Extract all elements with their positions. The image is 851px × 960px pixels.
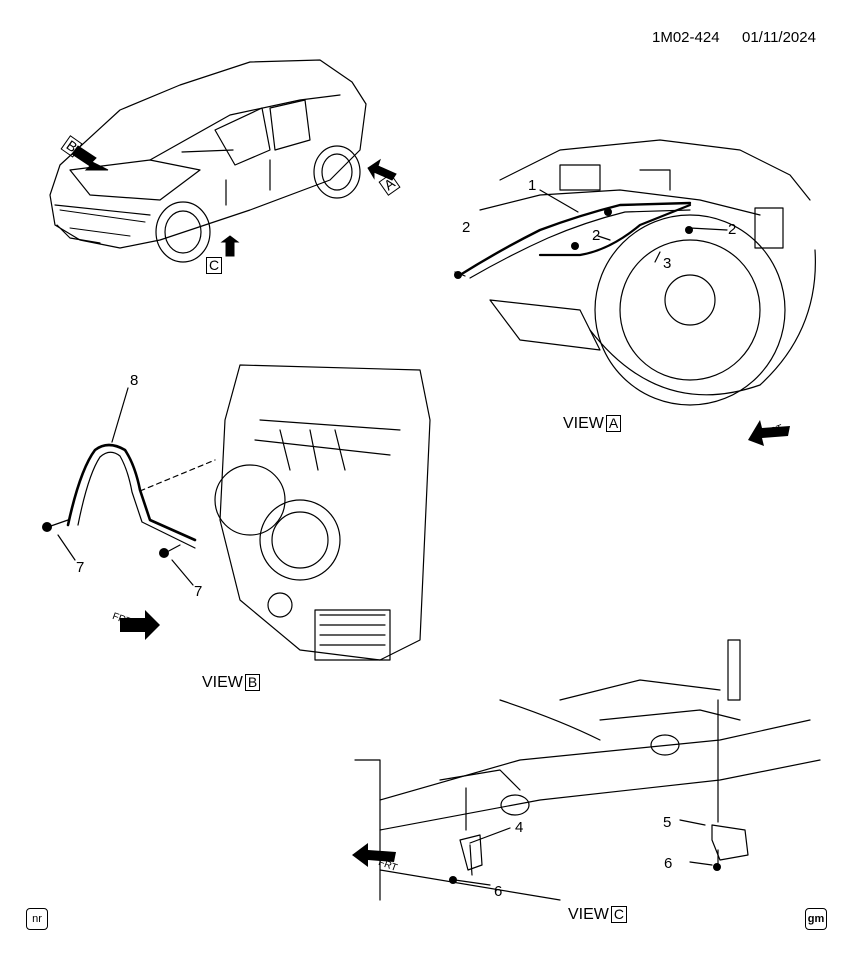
callout-3: 3 (663, 255, 672, 272)
gm-logo: gm (805, 908, 827, 930)
vehicle-illustration (49, 59, 367, 263)
corner-mark-left: nr (26, 908, 48, 930)
overview-label-c: C (206, 257, 223, 274)
callout-4: 4 (515, 819, 524, 836)
frt-arrows (120, 420, 790, 867)
view-c-text: VIEW (568, 906, 609, 923)
view-a-illustration (454, 139, 816, 406)
callout-8: 8 (130, 372, 139, 389)
fastener-markers (42, 208, 721, 884)
overview-arrows (71, 145, 397, 257)
view-a-text: VIEW (563, 415, 604, 432)
callout-7-left: 7 (76, 559, 85, 576)
callout-2-center: 2 (592, 227, 601, 244)
callout-5: 5 (663, 814, 672, 831)
arrow-a (367, 158, 397, 181)
callout-7-right: 7 (194, 583, 203, 600)
view-b-letter: B (244, 674, 261, 691)
doc-date: 01/11/2024 (742, 29, 816, 46)
arrow-c (220, 235, 240, 257)
callout-2-right: 2 (728, 221, 737, 238)
doc-id: 1M02-424 (652, 29, 720, 46)
callout-6-left: 6 (494, 883, 503, 900)
view-a-letter: A (605, 415, 622, 432)
callout-6-right: 6 (664, 855, 673, 872)
callout-2-left: 2 (462, 219, 471, 236)
view-b-illustration (47, 364, 431, 661)
view-c-letter: C (610, 906, 628, 923)
view-b-text: VIEW (202, 674, 243, 691)
view-c-illustration (354, 639, 821, 901)
arrow-b (71, 145, 109, 171)
callout-1: 1 (528, 177, 537, 194)
